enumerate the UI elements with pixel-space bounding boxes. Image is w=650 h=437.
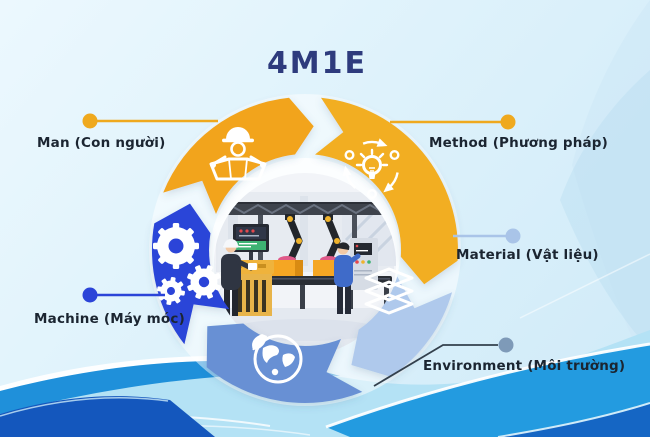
segment-material: [351, 276, 453, 377]
label-material: Material (Vật liệu): [456, 247, 599, 263]
wave-bright-right: [326, 344, 650, 437]
idea-process-icon: [342, 138, 400, 200]
right-edge-shade: [572, 0, 650, 380]
layers-icon: [364, 267, 414, 315]
man-connector-dot: [82, 113, 98, 129]
label-machine: Machine (Máy móc): [34, 311, 185, 327]
connectors: [82, 113, 521, 387]
environment-connector-line: [373, 344, 498, 387]
diagonal-streak: [519, 253, 650, 319]
label-man: Man (Con người): [37, 135, 166, 151]
worker-right: [334, 242, 361, 314]
wave-navy-left: [0, 396, 215, 437]
gears-icon: [153, 223, 221, 306]
globe-leaf-icon: [252, 334, 303, 384]
wave-deep-corner: [498, 404, 650, 437]
label-method: Method (Phương pháp): [429, 135, 609, 151]
worker-left: [221, 239, 257, 316]
conveyor-box: [271, 256, 303, 279]
machine-connector-dot: [82, 287, 98, 303]
wave-white-stripe-right: [325, 342, 650, 429]
label-environment: Environment (Môi trường): [423, 358, 626, 374]
worker-icon: [209, 127, 267, 181]
material-connector-dot: [505, 228, 521, 244]
control-station: [230, 224, 274, 316]
method-connector-dot: [500, 114, 516, 130]
page-title: 4M1E: [266, 46, 368, 81]
environment-connector-dot: [498, 337, 514, 353]
